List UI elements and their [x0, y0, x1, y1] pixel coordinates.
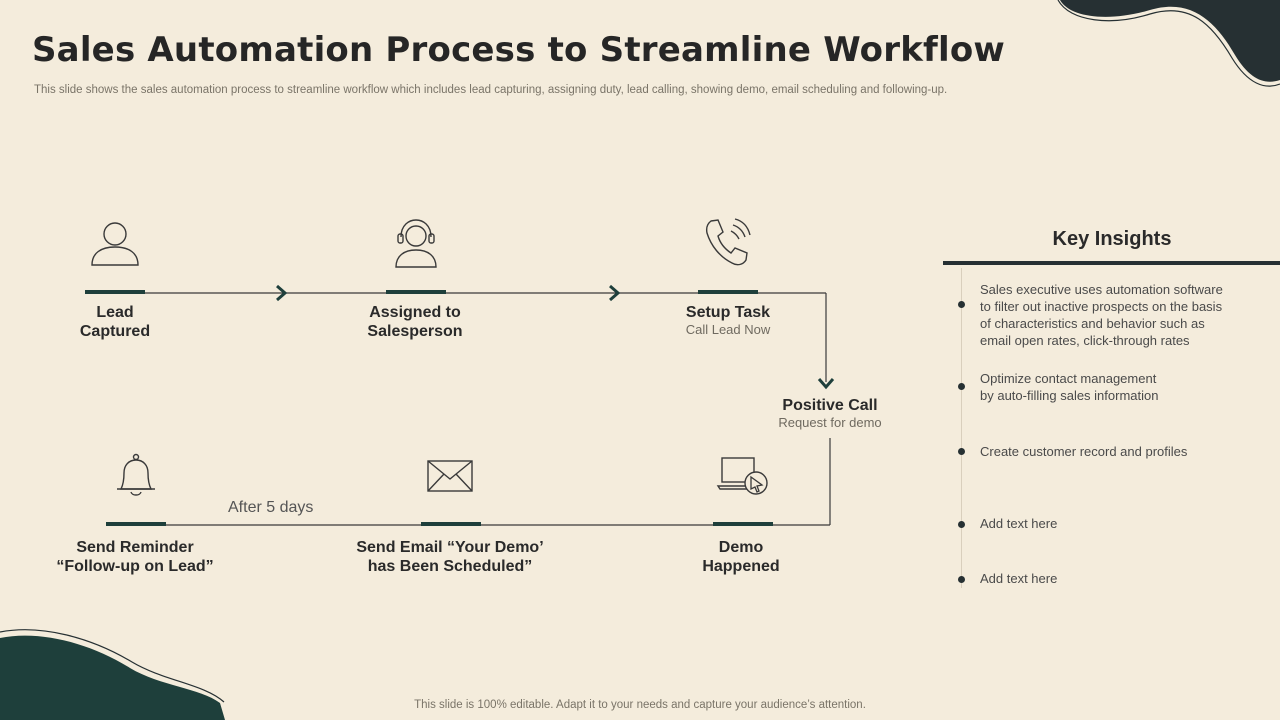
timeline-line [961, 268, 962, 588]
insight-line: to filter out inactive prospects on the … [980, 299, 1223, 314]
bar-reminder [106, 522, 166, 526]
key-insights-title: Key Insights [1052, 228, 1172, 250]
slide-footer: This slide is 100% editable. Adapt it to… [414, 699, 866, 711]
bottom-left-decoration [0, 629, 225, 720]
insight-line: Optimize contact management [980, 371, 1157, 386]
step-label-line: Send Reminder [76, 539, 194, 556]
laptop-cursor-icon [716, 455, 770, 497]
insight-bullet [958, 576, 965, 583]
arrow-right-2 [609, 284, 621, 302]
headset-user-icon [392, 217, 440, 269]
insight-item: Optimize contact management by auto-fill… [980, 370, 1270, 404]
step-setup-task: Setup Task Call Lead Now [653, 303, 803, 337]
key-insights-divider [943, 261, 1280, 265]
step-label-line: Salesperson [367, 323, 463, 340]
step-label-line: Send Email “Your Demo’ [356, 539, 544, 556]
insight-bullet [958, 521, 965, 528]
bar-demo [713, 522, 773, 526]
insight-item: Sales executive uses automation software… [980, 281, 1270, 349]
bar-setup [698, 290, 758, 294]
slide-title: Sales Automation Process to Streamline W… [32, 30, 1006, 70]
step-label-line: Captured [79, 323, 151, 340]
top-right-decoration [1057, 0, 1280, 87]
step-label-line: Happened [702, 558, 780, 575]
step-label: Setup Task [685, 304, 771, 321]
insight-bullet [958, 383, 965, 390]
step-demo-happened: Demo Happened [666, 538, 816, 576]
step-send-reminder: Send Reminder “Follow-up on Lead” [35, 538, 235, 576]
bell-icon [114, 453, 158, 499]
step-lead-captured: Lead Captured [40, 303, 190, 341]
step-label-line: has Been Scheduled” [367, 558, 533, 575]
insight-item: Create customer record and profiles [980, 444, 1188, 459]
insight-line: Sales executive uses automation software [980, 282, 1223, 297]
user-icon [89, 219, 141, 267]
bar-email [421, 522, 481, 526]
step-positive-call: Positive Call Request for demo [755, 396, 905, 430]
step-send-email: Send Email “Your Demo’ has Been Schedule… [330, 538, 570, 576]
insight-item: Add text here [980, 571, 1058, 586]
envelope-icon [426, 459, 474, 493]
step-assigned-salesperson: Assigned to Salesperson [340, 303, 490, 341]
step-label-line: “Follow-up on Lead” [56, 558, 214, 575]
arrow-down [817, 378, 835, 390]
arrow-right-1 [276, 284, 288, 302]
insight-item: Add text here [980, 516, 1058, 531]
bar-lead [85, 290, 145, 294]
insight-bullet [958, 448, 965, 455]
step-sublabel: Request for demo [778, 415, 882, 430]
delay-label: After 5 days [228, 499, 314, 516]
insight-line: by auto-filling sales information [980, 388, 1159, 403]
step-label-line: Demo [718, 539, 764, 556]
step-label: Positive Call [782, 397, 878, 414]
slide-subtitle: This slide shows the sales automation pr… [34, 84, 948, 96]
insight-line: of characteristics and behavior such as [980, 316, 1205, 331]
insight-line: email open rates, click-through rates [980, 333, 1190, 348]
step-label-line: Lead [96, 304, 134, 321]
step-sublabel: Call Lead Now [685, 322, 771, 337]
bar-assigned [386, 290, 446, 294]
phone-icon [703, 217, 753, 269]
insight-bullet [958, 301, 965, 308]
step-label-line: Assigned to [369, 304, 461, 321]
